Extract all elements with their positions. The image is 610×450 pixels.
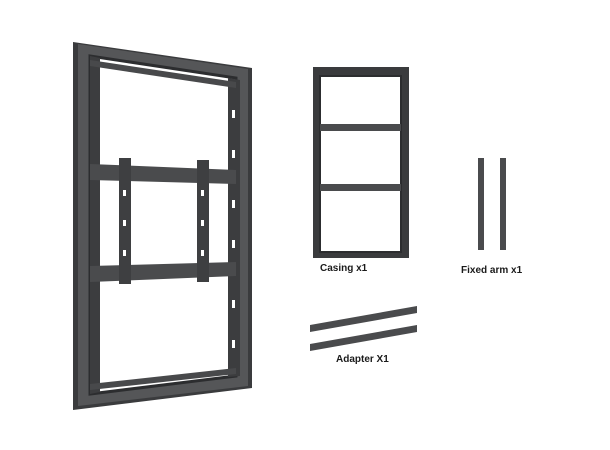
adapters: [310, 306, 417, 351]
adapter-label: Adapter X1: [336, 354, 389, 365]
fixed-arm-label: Fixed arm x1: [461, 265, 523, 276]
casing-label: Casing x1: [320, 263, 368, 274]
wall-frame: [73, 42, 252, 410]
fixed-arms: [478, 158, 506, 250]
casing: [313, 67, 409, 258]
